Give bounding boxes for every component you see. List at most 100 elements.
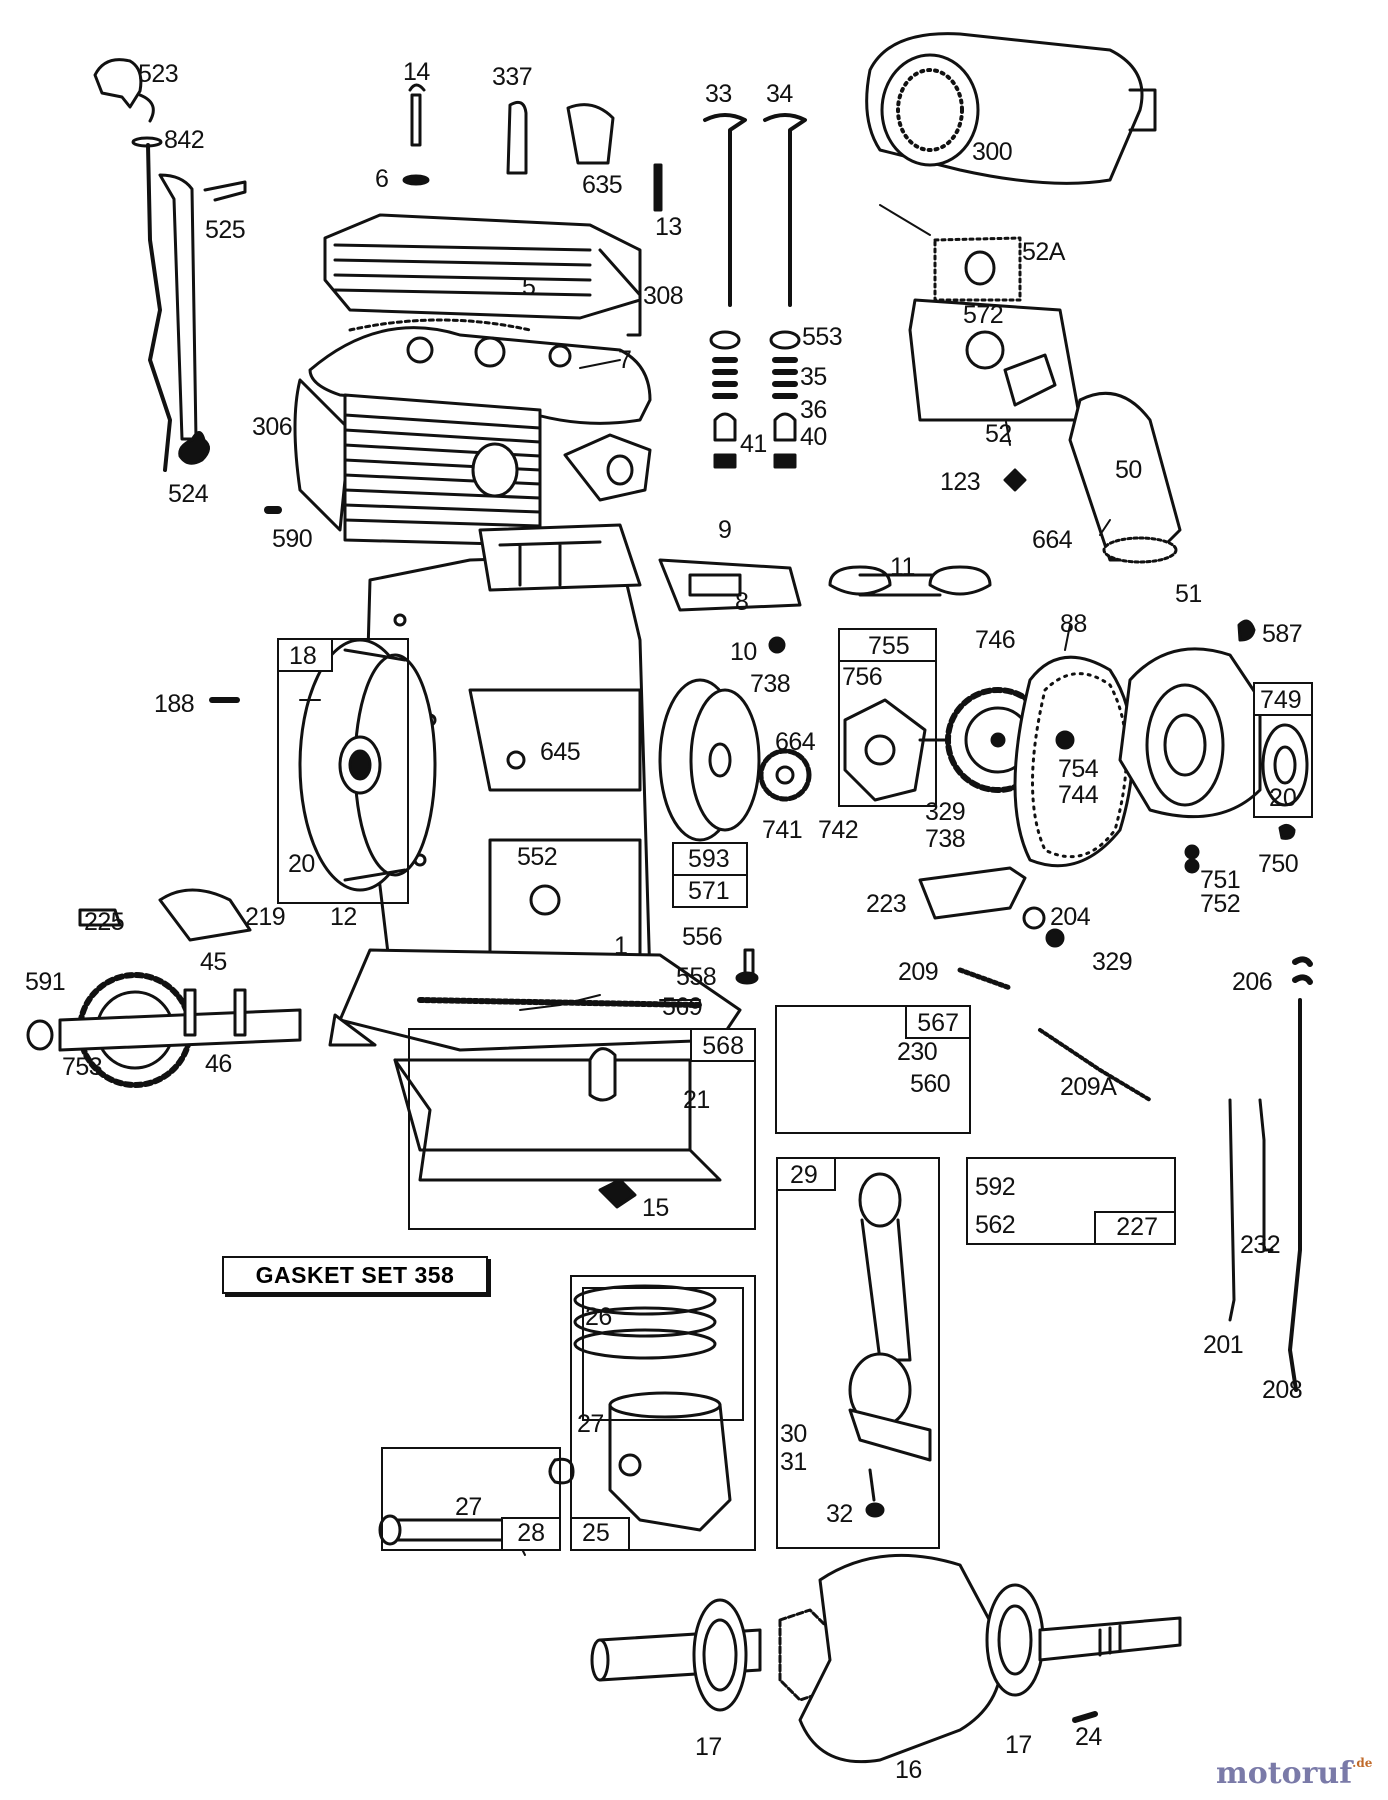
- group-box-567: 567: [775, 1005, 971, 1134]
- part-label-572: 572: [963, 301, 1004, 329]
- group-box-25: 25: [570, 1275, 756, 1551]
- part-label-742: 742: [818, 816, 859, 844]
- part-label-40: 40: [800, 423, 827, 451]
- part-label-27-a: 27: [577, 1410, 604, 1438]
- part-label-590: 590: [272, 525, 313, 553]
- box-label-28: 28: [517, 1519, 545, 1547]
- watermark-brand: motoruf: [1216, 1756, 1353, 1791]
- crankshaft: [590, 1553, 1182, 1764]
- part-label-88: 88: [1060, 610, 1087, 638]
- part-label-232: 232: [1240, 1231, 1281, 1259]
- part-label-45: 45: [200, 948, 227, 976]
- part-label-35: 35: [800, 363, 827, 391]
- part-label-587: 587: [1262, 620, 1303, 648]
- part-label-52A: 52A: [1022, 238, 1065, 266]
- dipstick-assembly: [93, 58, 247, 472]
- part-label-188: 188: [154, 690, 195, 718]
- box-label-593: 593: [688, 845, 730, 873]
- part-label-219: 219: [245, 903, 286, 931]
- engine-base: [328, 948, 742, 1209]
- piston-assembly: [378, 1284, 732, 1546]
- box-label-18: 18: [289, 642, 317, 670]
- part-label-558: 558: [676, 963, 717, 991]
- part-label-525: 525: [205, 216, 246, 244]
- part-label-14: 14: [403, 58, 430, 86]
- part-label-6: 6: [375, 165, 389, 193]
- part-label-664-b: 664: [775, 728, 816, 756]
- part-label-30: 30: [780, 1420, 807, 1448]
- group-box-571: 571: [672, 874, 748, 908]
- part-label-41: 41: [740, 430, 767, 458]
- part-label-750: 750: [1258, 850, 1299, 878]
- box-label-29: 29: [790, 1161, 818, 1189]
- part-label-15: 15: [642, 1194, 669, 1222]
- connecting-rod: [848, 1172, 932, 1518]
- part-label-21: 21: [683, 1086, 710, 1114]
- part-label-329-a: 329: [925, 798, 966, 826]
- part-label-560: 560: [910, 1070, 951, 1098]
- part-label-645: 645: [540, 738, 581, 766]
- box-label-755: 755: [868, 632, 910, 660]
- control-rods: [1228, 956, 1313, 1392]
- part-label-123: 123: [940, 468, 981, 496]
- box-label-749: 749: [1260, 686, 1302, 714]
- group-box-227: 227: [966, 1157, 1176, 1245]
- part-label-225: 225: [84, 908, 125, 936]
- box-label-25: 25: [582, 1519, 610, 1547]
- side-cover: [298, 638, 437, 892]
- part-label-751: 751: [1200, 866, 1241, 894]
- part-label-306: 306: [252, 413, 293, 441]
- part-label-738-a: 738: [750, 670, 791, 698]
- part-label-52: 52: [985, 420, 1012, 448]
- group-box-593: 593: [672, 842, 748, 876]
- part-label-556: 556: [682, 923, 723, 951]
- part-label-308: 308: [643, 282, 684, 310]
- exhaust-elbow: [908, 236, 1182, 564]
- part-label-329-b: 329: [1092, 948, 1133, 976]
- part-label-524: 524: [168, 480, 209, 508]
- part-label-552: 552: [517, 843, 558, 871]
- part-label-9: 9: [718, 516, 732, 544]
- part-label-753: 753: [62, 1053, 103, 1081]
- group-box-18: 18: [277, 638, 409, 904]
- part-label-756: 756: [842, 663, 883, 691]
- part-label-562: 562: [975, 1211, 1016, 1239]
- part-label-27-b: 27: [455, 1493, 482, 1521]
- part-label-51: 51: [1175, 580, 1202, 608]
- part-label-842: 842: [164, 126, 205, 154]
- part-label-10: 10: [730, 638, 757, 666]
- part-label-741: 741: [762, 816, 803, 844]
- part-label-204: 204: [1050, 903, 1091, 931]
- part-label-1: 1: [614, 932, 628, 960]
- part-label-738-b: 738: [925, 825, 966, 853]
- part-label-31: 31: [780, 1448, 807, 1476]
- part-label-592: 592: [975, 1173, 1016, 1201]
- part-label-523: 523: [138, 60, 179, 88]
- part-label-5: 5: [522, 273, 536, 301]
- part-label-8: 8: [735, 588, 749, 616]
- muffler: [865, 32, 1157, 185]
- part-label-46: 46: [205, 1050, 232, 1078]
- part-label-209A: 209A: [1060, 1073, 1117, 1101]
- group-box-568: 568: [408, 1028, 756, 1230]
- part-label-746: 746: [975, 626, 1016, 654]
- part-label-24: 24: [1075, 1723, 1102, 1751]
- group-box-749: 749 20: [1253, 682, 1313, 818]
- watermark-logo: motoruf.de: [1216, 1756, 1372, 1791]
- group-box-28: 28: [381, 1447, 561, 1551]
- part-label-11: 11: [890, 553, 915, 581]
- camshaft: [26, 888, 302, 1088]
- box-label-20-b: 20: [1269, 784, 1297, 812]
- gasket-set-label: GASKET SET 358: [222, 1256, 488, 1294]
- part-label-230: 230: [897, 1038, 938, 1066]
- part-label-752: 752: [1200, 890, 1241, 918]
- bearing-plate: [658, 678, 761, 842]
- part-label-206: 206: [1232, 968, 1273, 996]
- part-label-635: 635: [582, 171, 623, 199]
- part-label-36: 36: [800, 396, 827, 424]
- part-label-17-b: 17: [1005, 1731, 1032, 1759]
- part-label-754: 754: [1058, 755, 1099, 783]
- part-label-17-a: 17: [695, 1733, 722, 1761]
